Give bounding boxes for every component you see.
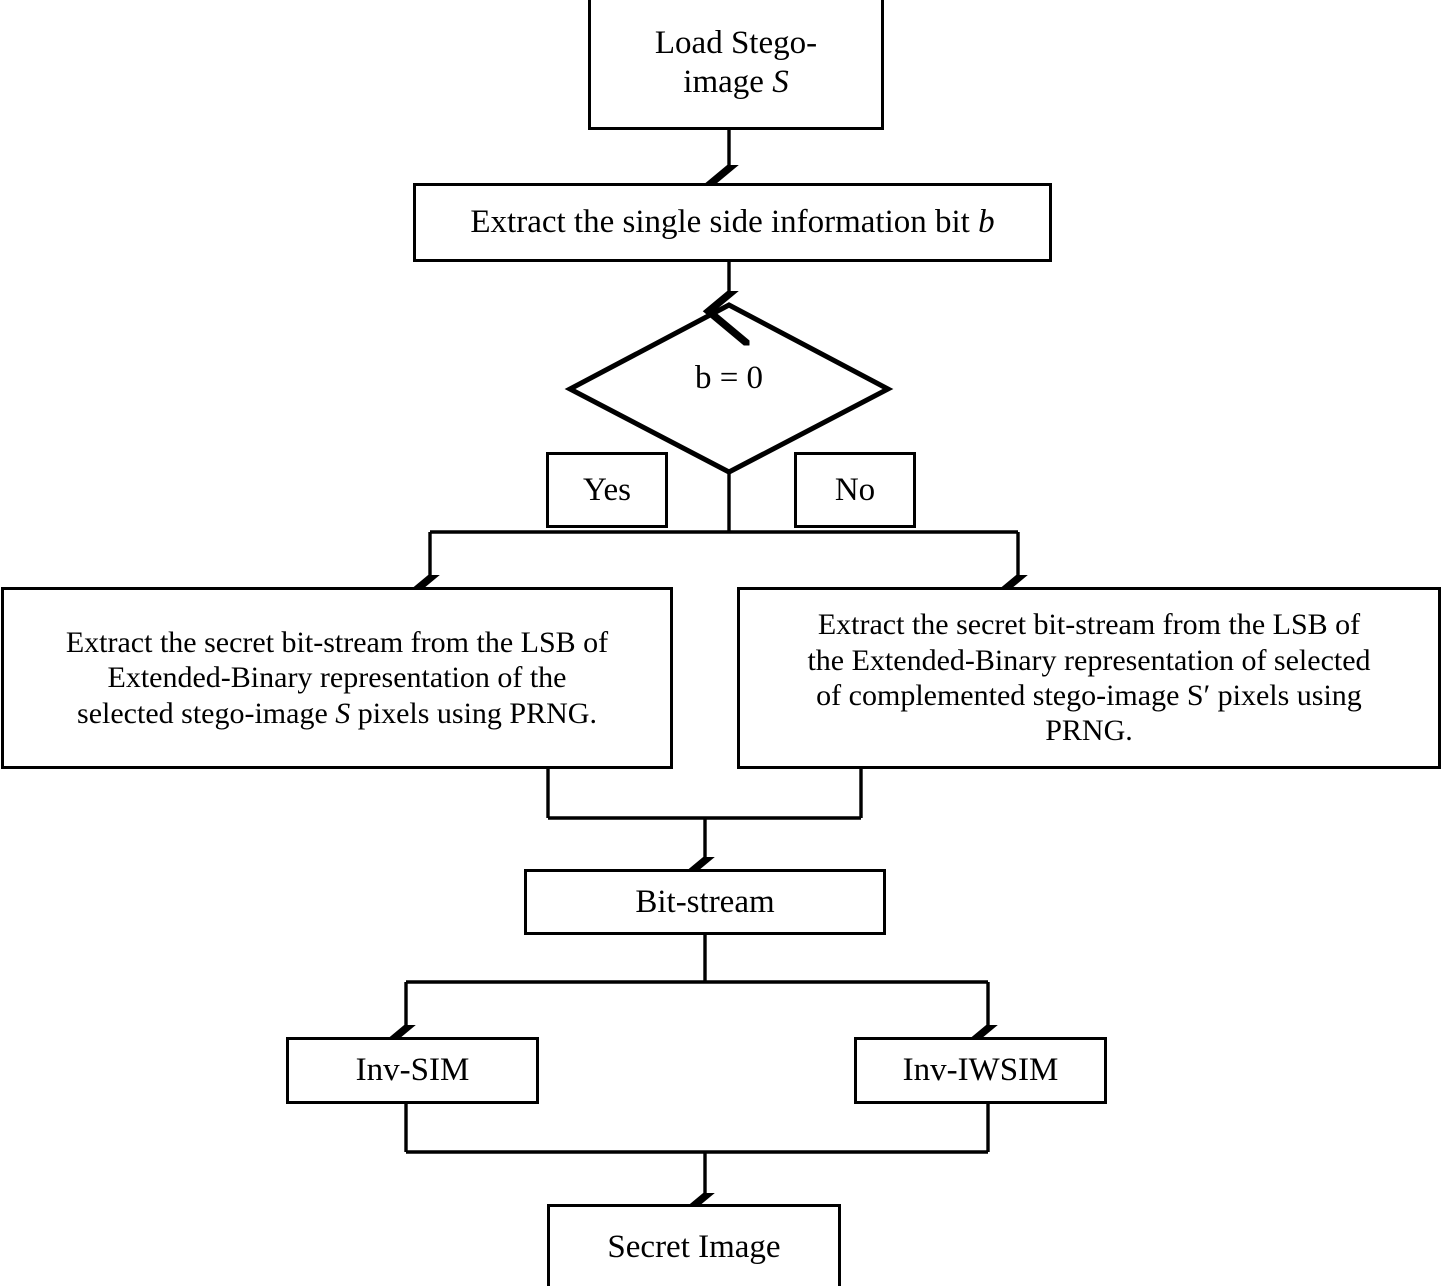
node-inv-iwsim[interactable]: Inv-IWSIM	[854, 1037, 1107, 1104]
node-secret-image[interactable]: Secret Image	[547, 1204, 841, 1286]
yes-label: Yes	[582, 471, 632, 508]
node-bit-stream-label: Bit-stream	[635, 883, 775, 920]
node-extract-from-complemented-stego-image-label: Extract the secret bit-stream from the L…	[807, 608, 1371, 748]
node-secret-image-label: Secret Image	[607, 1228, 781, 1265]
node-inv-iwsim-label: Inv-IWSIM	[902, 1052, 1059, 1089]
node-bit-stream[interactable]: Bit-stream	[524, 869, 886, 935]
node-yes-branch-label[interactable]: Yes	[546, 452, 668, 528]
node-extract-from-stego-image-label: Extract the secret bit-stream from the L…	[65, 625, 609, 730]
node-load-stego-image-label: Load Stego-image S	[654, 25, 818, 100]
node-no-branch-label[interactable]: No	[794, 452, 916, 528]
node-load-stego-image[interactable]: Load Stego-image S	[588, 0, 884, 130]
node-extract-side-information-bit[interactable]: Extract the single side information bit …	[413, 183, 1052, 262]
decision-diamond-label: b = 0	[694, 360, 764, 396]
node-extract-side-information-bit-label: Extract the single side information bit …	[470, 204, 995, 241]
node-inv-sim-label: Inv-SIM	[355, 1052, 470, 1089]
node-extract-from-complemented-stego-image[interactable]: Extract the secret bit-stream from the L…	[737, 587, 1441, 769]
node-inv-sim[interactable]: Inv-SIM	[286, 1037, 539, 1104]
no-label: No	[834, 471, 876, 508]
node-extract-from-stego-image[interactable]: Extract the secret bit-stream from the L…	[1, 587, 673, 769]
